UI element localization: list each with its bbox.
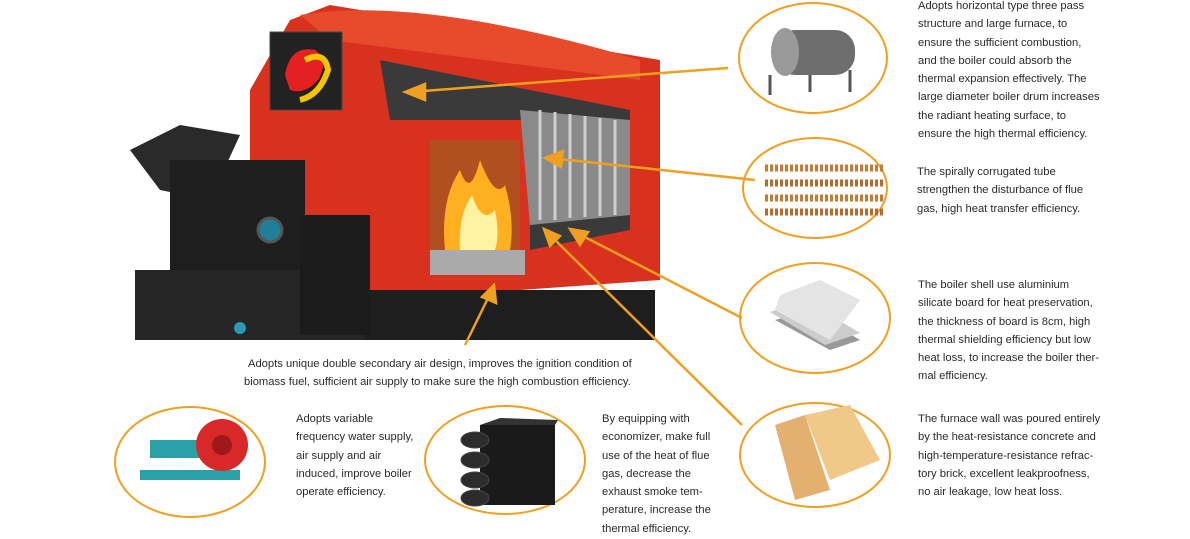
wall-callout-circle <box>739 402 891 508</box>
tube-callout-circle <box>742 137 888 239</box>
refractory-brick-image <box>775 405 880 500</box>
text-line: large diameter boiler drum increases <box>918 91 1100 104</box>
text-line: The furnace wall was poured entirely <box>918 413 1101 425</box>
text-line: thermal shielding efficiency but low <box>918 333 1091 346</box>
shell-description: The boiler shell use aluminium silicate b… <box>918 276 1099 386</box>
fan-description: Adopts variable frequency water supply, ai… <box>296 410 413 501</box>
text-line: no air leakage, low heat loss. <box>918 486 1063 499</box>
text-line: thermal efficiency. <box>602 522 692 535</box>
economizer-description: By equipping with economizer, make full us… <box>602 410 711 538</box>
text-line: Adopts horizontal type three pass <box>918 0 1085 12</box>
drum-description: Adopts horizontal type three pass structu… <box>918 0 1100 143</box>
text-line: by the heat-resistance concrete and <box>918 431 1096 444</box>
silicate-board-image <box>770 280 860 350</box>
text-line: The spirally corrugated tube <box>917 166 1056 178</box>
tube-description: The spirally corrugated tube strengthen t… <box>917 163 1083 218</box>
text-line: air supply and air <box>296 449 382 462</box>
text-line: tory brick, excellent leakproofness, <box>918 467 1090 480</box>
secondary-air-description: Adopts unique double secondary air desig… <box>244 355 632 392</box>
drum-callout-circle <box>738 2 888 114</box>
text-line: exhaust smoke tem- <box>602 486 703 499</box>
text-line: Adopts variable <box>296 413 374 425</box>
fan-callout-circle <box>114 406 266 518</box>
text-line: By equipping with <box>602 413 690 425</box>
text-line: high-temperature-resistance refrac- <box>918 449 1094 462</box>
fan-image <box>140 419 248 480</box>
text-line: biomass fuel, sufficient air supply to m… <box>244 376 631 389</box>
text-line: gas, high heat transfer efficiency. <box>917 202 1081 215</box>
text-line: perature, increase the <box>602 504 711 517</box>
spiral-tubes-image <box>765 164 885 216</box>
boiler-drum-image <box>768 28 855 95</box>
text-line: the thickness of board is 8cm, high <box>918 315 1091 328</box>
text-line: thermal expansion effectively. The <box>918 73 1087 86</box>
text-line: ensure the high thermal efficiency. <box>918 128 1088 141</box>
text-line: The boiler shell use aluminium <box>918 279 1070 291</box>
text-line: induced, improve boiler <box>296 467 412 480</box>
boiler-illustration <box>130 5 660 340</box>
text-line: heat loss, to increase the boiler ther- <box>918 352 1099 365</box>
text-line: mal efficiency. <box>918 370 988 383</box>
text-line: Adopts unique double secondary air desig… <box>248 358 632 370</box>
text-line: the radiant heating surface, to <box>918 109 1067 122</box>
economizer-callout-circle <box>424 405 586 515</box>
wall-description: The furnace wall was poured entirely by t… <box>918 410 1100 501</box>
text-line: use of the heat of flue <box>602 449 710 462</box>
text-line: strengthen the disturbance of flue <box>917 184 1084 197</box>
text-line: ensure the sufficient combustion, <box>918 36 1082 49</box>
text-line: gas, decrease the <box>602 467 691 480</box>
text-line: economizer, make full <box>602 431 711 444</box>
text-line: silicate board for heat preservation, <box>918 297 1093 310</box>
text-line: structure and large furnace, to <box>918 18 1068 31</box>
text-line: and the boiler could absorb the <box>918 54 1072 67</box>
text-line: operate efficiency. <box>296 486 386 499</box>
economizer-image <box>460 418 558 507</box>
text-line: frequency water supply, <box>296 431 414 444</box>
